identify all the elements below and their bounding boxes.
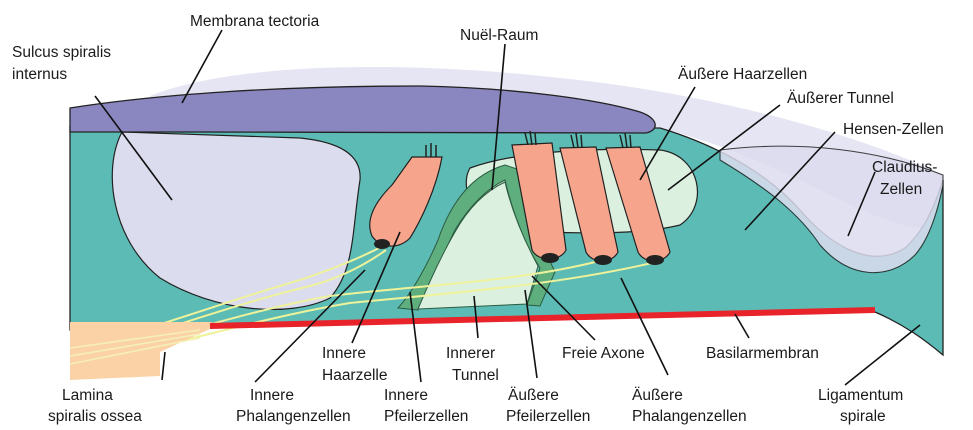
- label-aeussere-phal: Äußere: [632, 387, 683, 404]
- label-innere-haarzelle: Haarzelle: [322, 367, 387, 384]
- label-membrana-tectoria: Membrana tectoria: [190, 13, 320, 30]
- label-innerer-tunnel: Innerer: [446, 345, 495, 362]
- label-basilarmembran: Basilarmembran: [706, 345, 819, 362]
- label-aeussere-pfeiler: Äußere: [508, 387, 559, 404]
- label-innere-phal: Innere: [250, 387, 294, 404]
- label-claudius-zellen: Zellen: [880, 181, 922, 198]
- label-claudius: Claudius-: [872, 159, 937, 176]
- label-innere-pfeilerzellen: Pfeilerzellen: [384, 408, 468, 425]
- label-hensen-zellen: Hensen-Zellen: [843, 121, 944, 138]
- label-aeussere-phalangenzellen: Phalangenzellen: [632, 408, 747, 425]
- label-innere-phalangenzellen: Phalangenzellen: [236, 408, 351, 425]
- label-tunnel: Tunnel: [452, 367, 499, 384]
- label-spirale: spirale: [840, 408, 886, 425]
- label-sulcus-spiralis: Sulcus spiralis: [12, 44, 111, 61]
- label-aeussere-haarzellen: Äußere Haarzellen: [678, 66, 807, 83]
- label-innere-haar: Innere: [322, 345, 366, 362]
- label-internus: internus: [12, 66, 67, 83]
- label-freie-axone: Freie Axone: [562, 345, 645, 362]
- label-nuel-raum: Nuël-Raum: [460, 27, 538, 44]
- label-aeusserer-tunnel: Äußerer Tunnel: [787, 90, 894, 107]
- label-spiralis-ossea: spiralis ossea: [48, 408, 142, 425]
- label-ligamentum: Ligamentum: [818, 387, 903, 404]
- label-innere-pfeiler: Innere: [384, 387, 428, 404]
- label-lamina: Lamina: [62, 387, 113, 404]
- label-aeussere-pfeilerzellen: Pfeilerzellen: [506, 408, 590, 425]
